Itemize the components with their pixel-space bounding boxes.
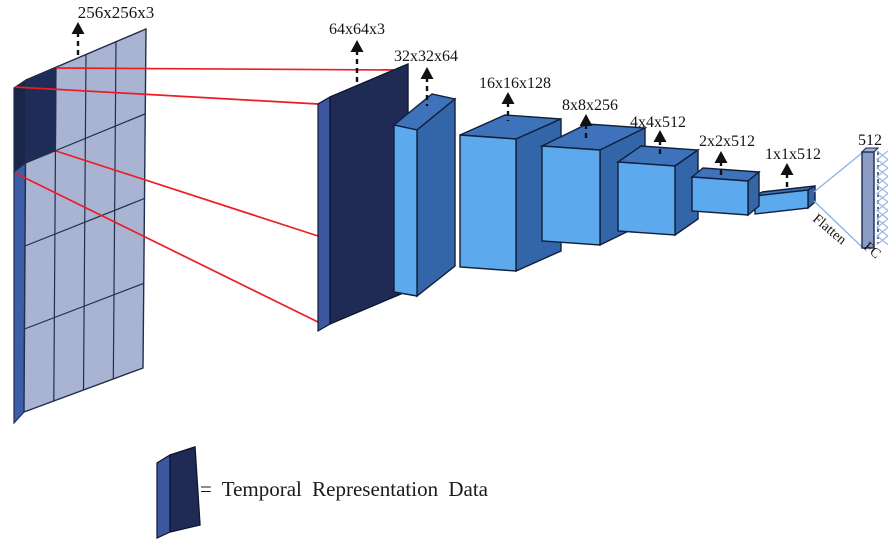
legend-text: = Temporal Representation Data [200,477,489,501]
legend-swatch-temporal-slab [156,446,201,539]
box-front-face [541,145,601,246]
legend-slab-side-face [156,453,171,539]
box-front-face [617,161,676,236]
flatten-fan [813,152,863,248]
red-projection-line [14,86,319,105]
zigzag-line [876,150,888,245]
input-image-panel [13,27,147,425]
flatten-fan-line-top [813,152,863,193]
conv-box-32x32x64 [392,93,457,298]
arrow-16x16x128 [501,92,515,121]
label-fc-size: 512 [858,132,882,149]
red-projection-line [55,67,397,71]
box-side-face [416,97,456,298]
receptive-field-patch [24,66,57,164]
label-64x64x3: 64x64x3 [329,21,385,38]
red-projection-line [55,150,319,237]
conv-slab-64x64x3 [317,62,409,333]
bar-end-face [807,184,816,210]
dimension-arrows [71,22,794,188]
flatten-fan-line-bottom [813,200,863,248]
arrow-input [71,22,85,57]
receptive-field-projection-lines [14,67,397,323]
label-8x8x256: 8x8x256 [562,97,618,114]
arrow-4x4x512 [653,130,667,156]
box-front-face [393,124,418,297]
label-flatten: Flatten [809,212,848,248]
arrow-64x64x3 [350,40,364,82]
box-front-face [459,134,517,272]
label-1x1x512: 1x1x512 [765,146,821,163]
arrow-2x2x512 [714,151,728,175]
label-2x2x512: 2x2x512 [699,133,755,150]
label-16x16x128: 16x16x128 [479,75,551,92]
fc-bar-front-face [861,151,875,249]
arrow-8x8x256 [579,114,593,138]
legend: = Temporal Representation Data [156,446,489,539]
arrow-32x32x64 [420,67,434,106]
input-panel-side-dark [13,78,27,174]
red-projection-line [14,172,319,323]
label-32x32x64: 32x32x64 [394,48,458,65]
label-input-dimensions: 256x256x3 [78,3,155,22]
legend-slab-front-face [169,446,201,533]
conv-bar-1x1x512 [754,184,816,215]
box-front-face [691,176,749,216]
label-4x4x512: 4x4x512 [630,114,686,131]
fc-layer-bar [860,147,880,249]
dense-connection-zigzag [876,150,888,245]
conv-box-4x4x512 [615,145,701,237]
conv-box-2x2x512 [690,167,761,217]
arrow-1x1x512 [780,163,794,188]
slab-side-face [317,95,331,333]
